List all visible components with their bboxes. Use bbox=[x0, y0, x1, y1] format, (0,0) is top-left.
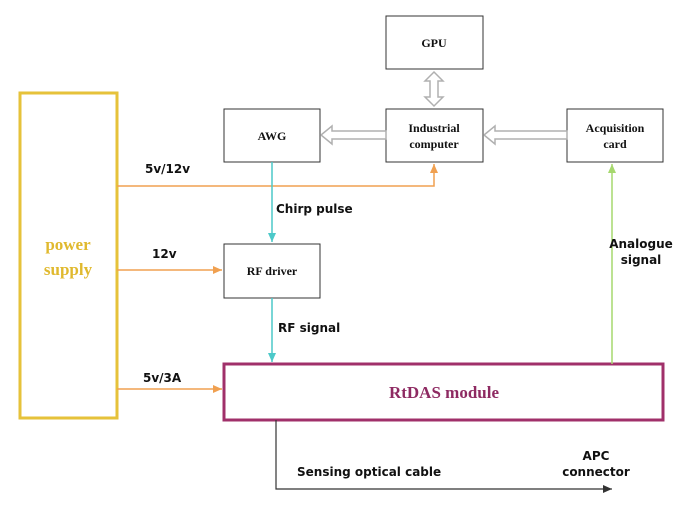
awg-label: AWG bbox=[258, 129, 287, 143]
chirp-pulse-label: Chirp pulse bbox=[276, 202, 353, 216]
sensing-cable-arrow bbox=[275, 420, 612, 493]
analogue-signal-label-line2: signal bbox=[621, 253, 662, 267]
computer-to-awg-arrow bbox=[319, 124, 387, 146]
industrial-computer-label-line1: Industrial bbox=[408, 121, 460, 135]
power-supply-label-line1: power bbox=[45, 235, 91, 254]
supply-to-computer-arrow bbox=[117, 164, 438, 187]
gpu-computer-double-arrow bbox=[423, 70, 445, 108]
rtdas-module-label: RtDAS module bbox=[389, 383, 499, 402]
supply-to-computer-label: 5v/12v bbox=[145, 162, 190, 176]
rf-driver-label: RF driver bbox=[247, 264, 298, 278]
power-supply-block: power supply bbox=[18, 91, 119, 420]
sensing-cable-label: Sensing optical cable bbox=[297, 465, 441, 479]
supply-to-rtdas-label: 5v/3A bbox=[143, 371, 182, 385]
gpu-block: GPU bbox=[385, 15, 484, 70]
apc-connector-label-line1: APC bbox=[583, 449, 610, 463]
rtdas-module-block: RtDAS module bbox=[222, 362, 665, 422]
industrial-computer-block: Industrial computer bbox=[385, 108, 484, 163]
rf-driver-block: RF driver bbox=[223, 243, 321, 299]
power-supply-label-line2: supply bbox=[44, 260, 93, 279]
acquisition-card-label-line2: card bbox=[603, 137, 627, 151]
rf-signal-label: RF signal bbox=[278, 321, 340, 335]
acquisition-to-computer-arrow bbox=[482, 124, 568, 146]
acquisition-card-label-line1: Acquisition bbox=[586, 121, 645, 135]
gpu-label: GPU bbox=[421, 36, 447, 50]
acquisition-card-block: Acquisition card bbox=[566, 108, 664, 163]
industrial-computer-label-line2: computer bbox=[409, 137, 459, 151]
apc-connector-label-line2: connector bbox=[562, 465, 630, 479]
analogue-signal-label-line1: Analogue bbox=[609, 237, 673, 251]
awg-block: AWG bbox=[223, 108, 321, 163]
supply-to-rf-driver-label: 12v bbox=[152, 247, 177, 261]
